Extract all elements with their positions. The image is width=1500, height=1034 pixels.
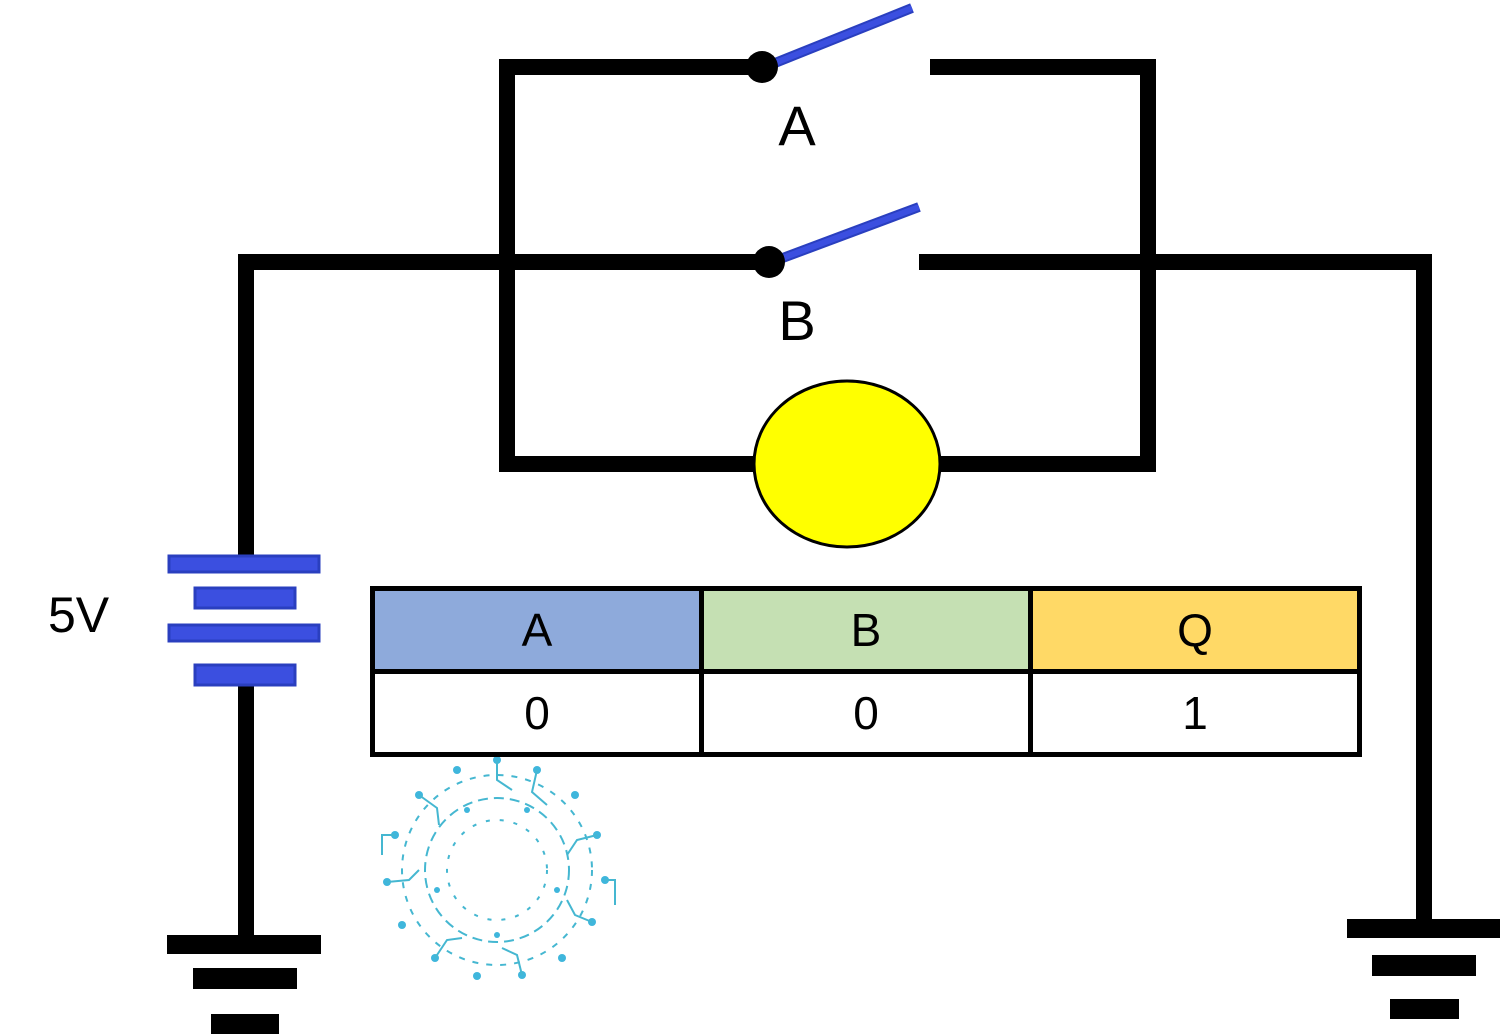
main-circuit-wires	[238, 254, 1432, 943]
cell-b-value: 0	[699, 669, 1033, 757]
table-row: 0 0 1	[370, 669, 1362, 757]
header-cell-b: B	[699, 586, 1033, 674]
ground-icon	[167, 935, 321, 1034]
header-cell-q: Q	[1028, 586, 1362, 674]
switch-a-icon[interactable]	[746, 3, 914, 83]
switch-a-label: A	[778, 94, 816, 157]
battery-icon	[167, 554, 321, 687]
switch-b-label: B	[778, 289, 815, 352]
ground-icon	[1347, 919, 1500, 1019]
header-cell-a: A	[370, 586, 704, 674]
switch-b-icon[interactable]	[753, 202, 921, 278]
truth-table-header-row: A B Q	[370, 586, 1362, 674]
cell-q-value: 1	[1028, 669, 1362, 757]
circuit-logo-icon	[381, 756, 616, 980]
cell-a-value: 0	[370, 669, 704, 757]
battery-label: 5V	[48, 587, 110, 643]
lamp-icon	[752, 379, 942, 549]
truth-table: A B Q 0 0 1	[370, 586, 1362, 757]
